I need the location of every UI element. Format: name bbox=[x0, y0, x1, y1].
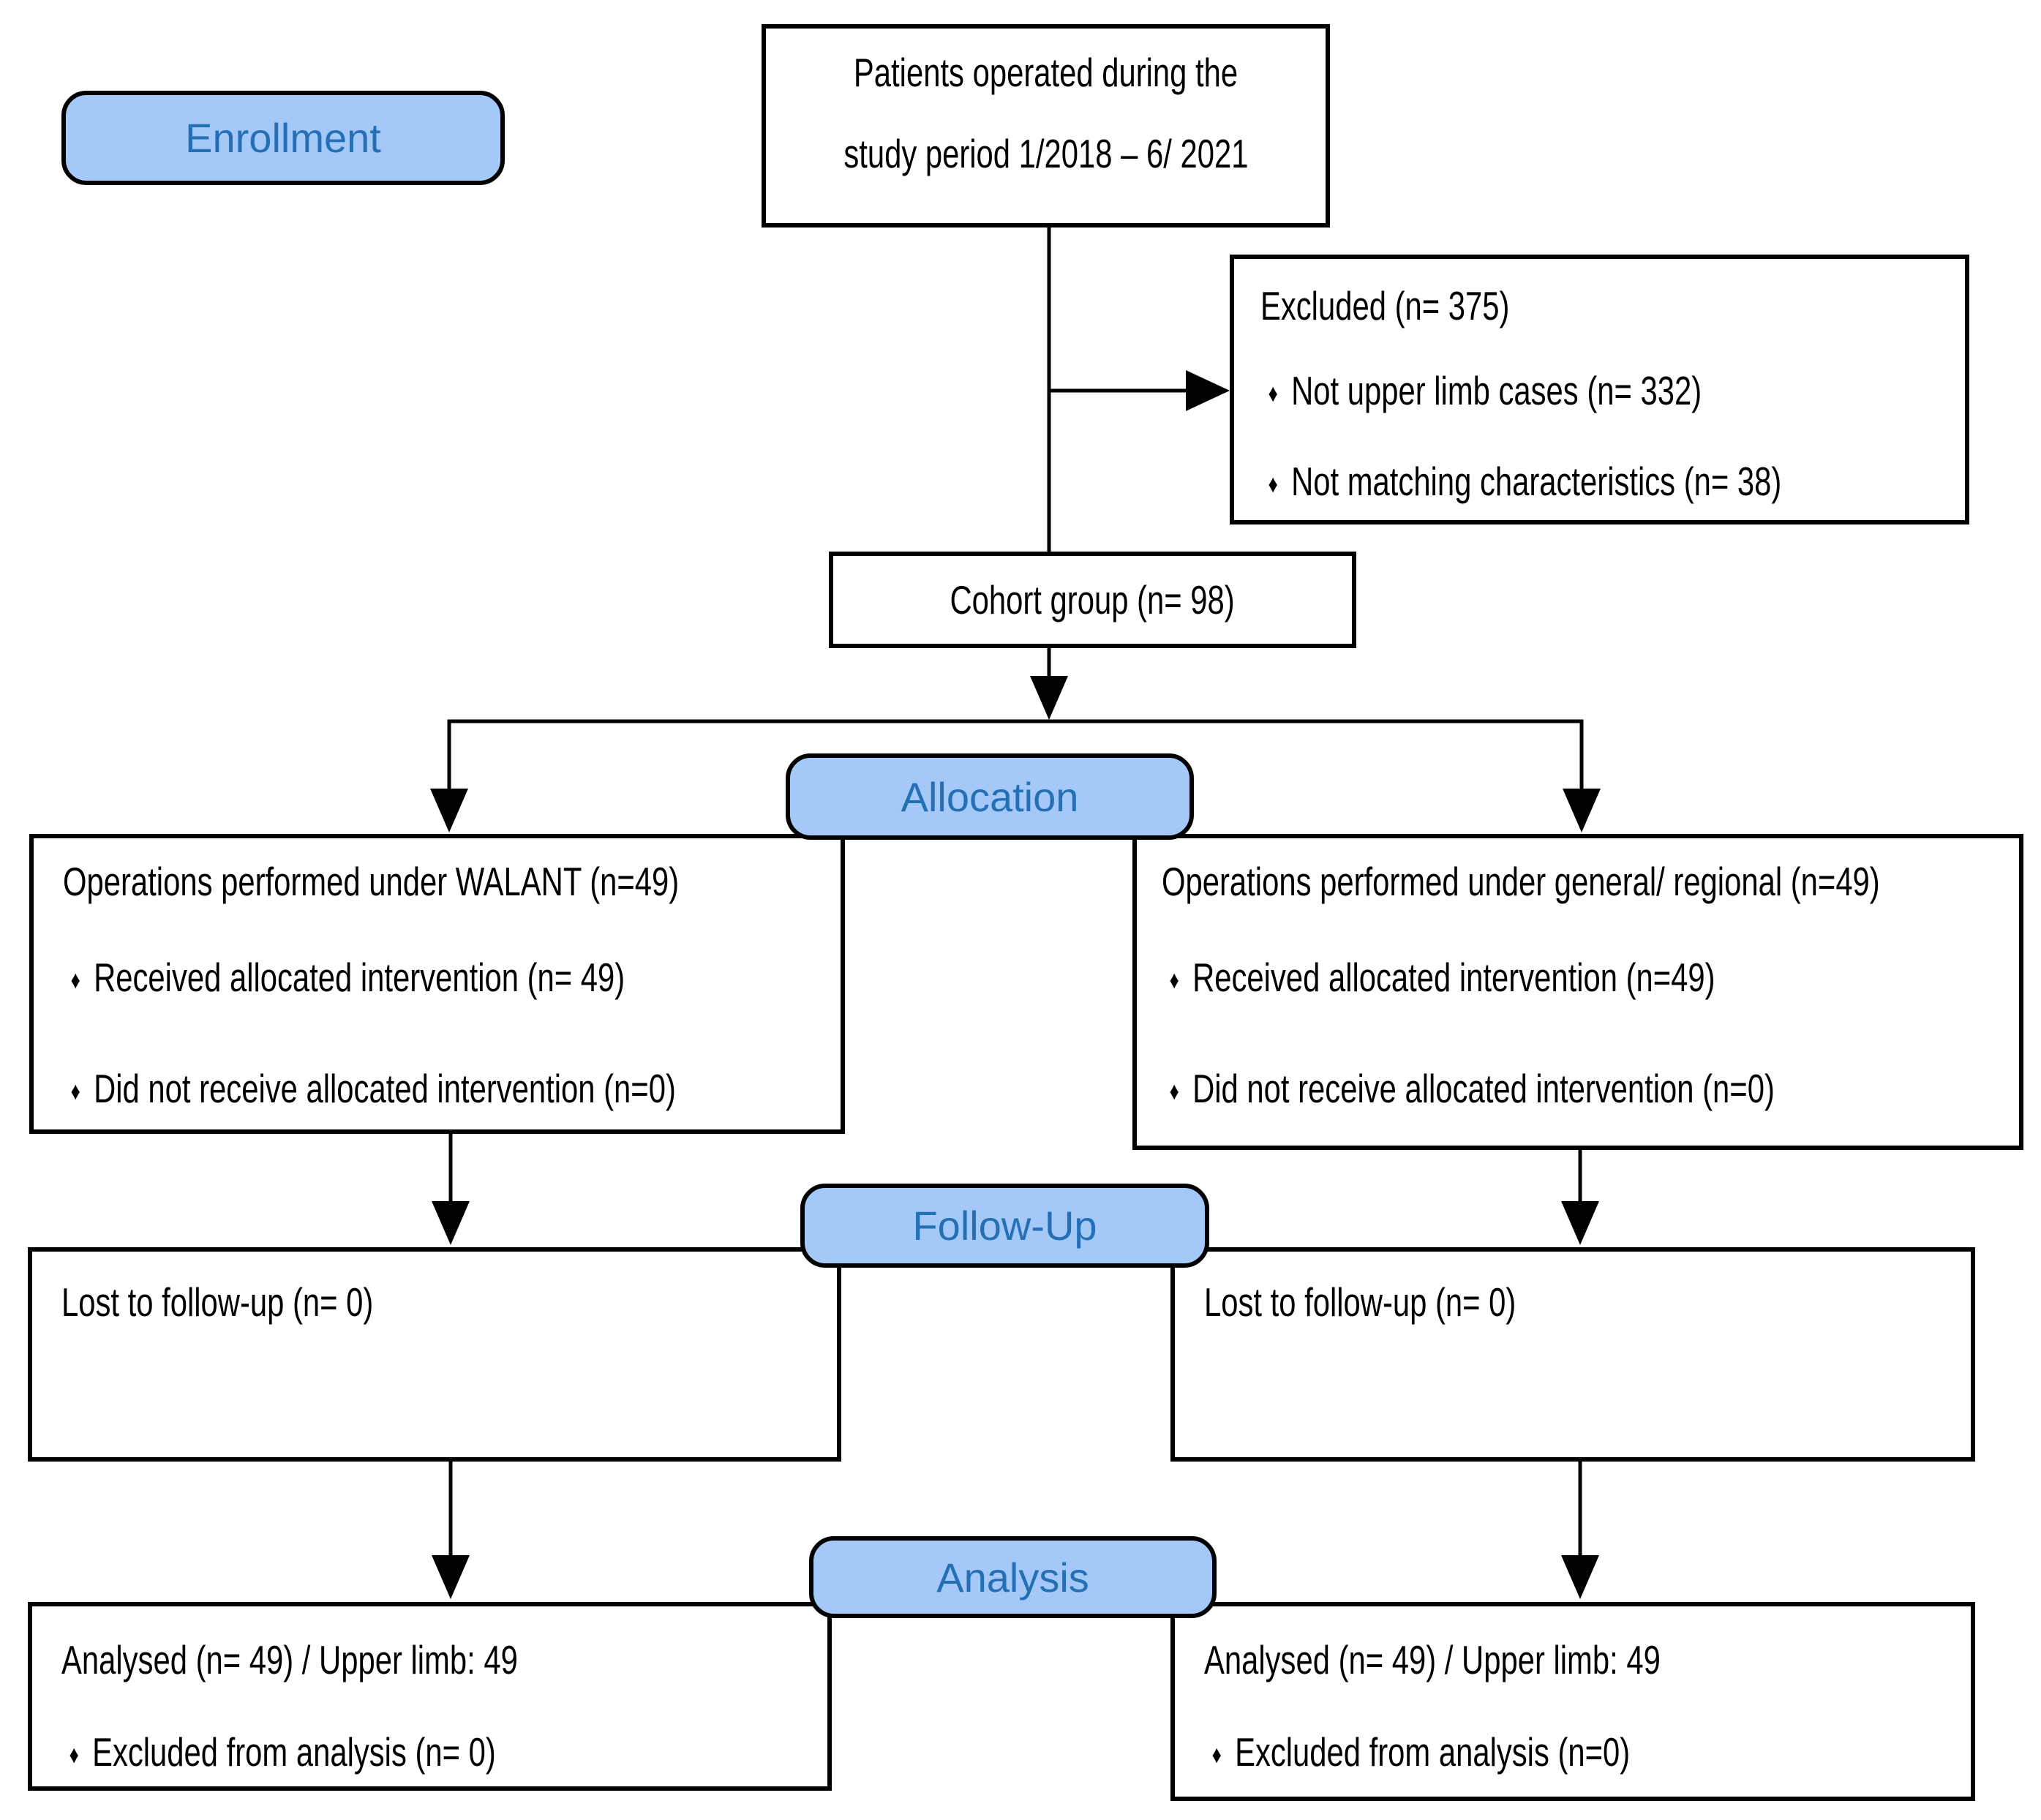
followup-right-box: Lost to follow-up (n= 0) bbox=[1170, 1247, 1975, 1462]
stage-pill-analysis-label: Analysis bbox=[936, 1554, 1089, 1601]
cohort-box: Cohort group (n= 98) bbox=[829, 552, 1356, 648]
excluded-bullet-1-text: Not upper limb cases (n= 332) bbox=[1291, 368, 1702, 413]
source-line-2: study period 1/2018 – 6/ 2021 bbox=[843, 131, 1249, 176]
walant-bullet-1: ♦ Received allocated intervention (n= 49) bbox=[63, 955, 648, 1006]
arrowhead-split-left bbox=[430, 789, 468, 832]
followup-right-text: Lost to follow-up (n= 0) bbox=[1204, 1279, 1516, 1325]
diamond-bullet-icon: ♦ bbox=[1169, 1078, 1179, 1105]
diamond-bullet-icon: ♦ bbox=[69, 1741, 79, 1769]
arrowhead-to-excluded bbox=[1186, 370, 1230, 411]
analysis-left-box: Analysed (n= 49) / Upper limb: 49 ♦ Exclu… bbox=[28, 1602, 832, 1791]
followup-left-box: Lost to follow-up (n= 0) bbox=[28, 1247, 841, 1462]
stage-pill-enrollment: Enrollment bbox=[61, 91, 505, 185]
excluded-bullet-1: ♦ Not upper limb cases (n= 332) bbox=[1260, 368, 1785, 419]
diamond-bullet-icon: ♦ bbox=[1211, 1741, 1222, 1769]
arrowhead-cohort-to-split bbox=[1030, 676, 1068, 720]
allocation-general-box: Operations performed under general/ regi… bbox=[1132, 834, 2023, 1150]
walant-bullet-1-text: Received allocated intervention (n= 49) bbox=[94, 955, 625, 1000]
arrowhead-split-right bbox=[1563, 789, 1601, 832]
walant-title: Operations performed under WALANT (n=49) bbox=[63, 859, 680, 904]
allocation-walant-box: Operations performed under WALANT (n=49)… bbox=[29, 834, 845, 1134]
diamond-bullet-icon: ♦ bbox=[70, 966, 80, 994]
diamond-bullet-icon: ♦ bbox=[1268, 380, 1278, 407]
cohort-text: Cohort group (n= 98) bbox=[950, 577, 1236, 623]
stage-pill-allocation-label: Allocation bbox=[901, 773, 1079, 820]
excluded-bullet-2-text: Not matching characteristics (n= 38) bbox=[1291, 459, 1782, 504]
diamond-bullet-icon: ♦ bbox=[70, 1078, 80, 1105]
analysis-left-bullet-text: Excluded from analysis (n= 0) bbox=[92, 1729, 496, 1775]
stage-pill-enrollment-label: Enrollment bbox=[185, 115, 381, 161]
walant-bullet-2-text: Did not receive allocated intervention (… bbox=[94, 1066, 676, 1111]
walant-bullet-2: ♦ Did not receive allocated intervention … bbox=[63, 1066, 676, 1117]
general-bullet-2: ♦ Did not receive allocated intervention … bbox=[1162, 1066, 1808, 1117]
analysis-left-title: Analysed (n= 49) / Upper limb: 49 bbox=[61, 1637, 518, 1682]
arrowhead-walant-to-followup bbox=[432, 1201, 470, 1245]
general-bullet-1: ♦ Received allocated intervention (n=49) bbox=[1162, 955, 1808, 1006]
general-bullet-1-text: Received allocated intervention (n=49) bbox=[1192, 955, 1715, 1000]
stage-pill-followup-label: Follow-Up bbox=[912, 1203, 1097, 1249]
analysis-right-bullet-text: Excluded from analysis (n=0) bbox=[1235, 1729, 1631, 1775]
source-box: Patients operated during the study perio… bbox=[762, 24, 1330, 228]
general-title: Operations performed under general/ regi… bbox=[1162, 859, 1880, 904]
source-line-1: Patients operated during the bbox=[853, 50, 1238, 95]
analysis-left-bullet: ♦ Excluded from analysis (n= 0) bbox=[61, 1729, 638, 1780]
analysis-right-box: Analysed (n= 49) / Upper limb: 49 ♦ Exclu… bbox=[1170, 1602, 1975, 1801]
excluded-box: Excluded (n= 375) ♦ Not upper limb cases … bbox=[1230, 255, 1969, 524]
split-line bbox=[447, 719, 1584, 789]
analysis-right-bullet: ♦ Excluded from analysis (n=0) bbox=[1204, 1729, 1781, 1780]
excluded-title: Excluded (n= 375) bbox=[1260, 283, 1510, 328]
stage-pill-allocation: Allocation bbox=[786, 753, 1194, 840]
arrowhead-general-to-followup bbox=[1561, 1201, 1599, 1245]
arrowhead-followup-right-to-analysis bbox=[1561, 1555, 1599, 1599]
arrowhead-followup-left-to-analysis bbox=[432, 1555, 470, 1599]
excluded-bullet-2: ♦ Not matching characteristics (n= 38) bbox=[1260, 459, 1785, 510]
stage-pill-analysis: Analysis bbox=[809, 1536, 1217, 1618]
general-bullet-2-text: Did not receive allocated intervention (… bbox=[1192, 1066, 1775, 1111]
stage-pill-followup: Follow-Up bbox=[800, 1184, 1209, 1268]
diamond-bullet-icon: ♦ bbox=[1268, 470, 1278, 498]
followup-left-text: Lost to follow-up (n= 0) bbox=[61, 1279, 374, 1325]
diamond-bullet-icon: ♦ bbox=[1169, 966, 1179, 994]
analysis-right-title: Analysed (n= 49) / Upper limb: 49 bbox=[1204, 1637, 1661, 1682]
